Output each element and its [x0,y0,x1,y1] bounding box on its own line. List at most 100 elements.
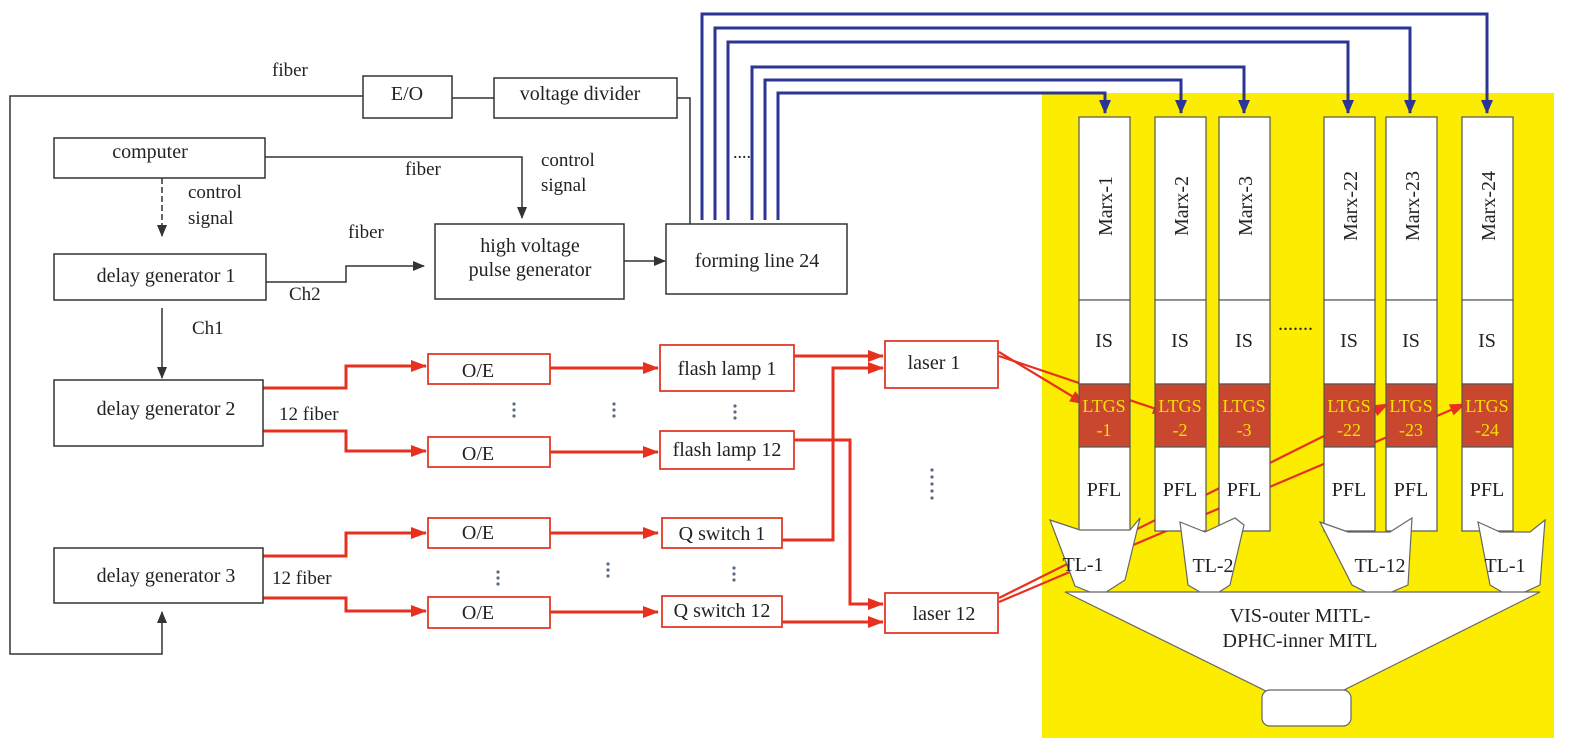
delay-generator-3-label: delay generator 3 [97,565,236,587]
flash-lamp-1-label: flash lamp 1 [678,358,777,380]
is-23-box [1385,299,1438,385]
is-24-label: IS [1478,330,1496,352]
is-3-box [1218,299,1271,385]
laser-12-box [884,592,999,634]
tl-1a-label: TL-1 [1062,554,1103,576]
oe-label-2: O/E [462,443,494,465]
is-1-label: IS [1095,330,1113,352]
eo-label: E/O [391,83,423,105]
fiber-label-mid: fiber [405,159,442,180]
ltgs-3-label-line2: -3 [1237,420,1252,440]
fiber-label-lower: fiber [348,222,385,243]
voltage-divider-box [493,77,678,119]
delay-generator-1-label: delay generator 1 [97,265,236,287]
delay-generator-2-label: delay generator 2 [97,398,236,420]
ltgs-24-label-line2: -24 [1475,420,1499,440]
marx-columns: Marx-1 IS LTGS -1 PFL Marx-2 IS LTGS -2 … [1078,116,1514,532]
laser-12-label: laser 12 [913,603,976,625]
is-1-box [1078,299,1131,385]
ltgs-1-box [1078,383,1131,448]
control-signal-2-line2: signal [541,175,586,196]
marx-1-box [1078,116,1131,301]
pfl-23-label: PFL [1394,479,1428,501]
is-2-box [1154,299,1207,385]
ellipsis-blue: .... [733,142,751,162]
laser-1-box [884,340,999,389]
ellipsis-columns: ....... [1278,313,1313,335]
pfl-1-label: PFL [1087,479,1121,501]
oe-box-1 [427,353,551,385]
marx-23-label: Marx-23 [1402,171,1424,241]
ltgs-1-label-line1: LTGS [1082,396,1125,416]
pfl-22-box [1323,446,1376,532]
marx-1-label: Marx-1 [1095,176,1117,236]
tl-2-label: TL-2 [1192,555,1233,577]
pfl-24-box [1461,446,1514,532]
ltgs-22-label-line2: -22 [1337,420,1361,440]
mitl-label-line2: DPHC-inner MITL [1223,630,1378,652]
marx-23-box [1385,116,1438,301]
tl-12-label: TL-12 [1354,555,1405,577]
is-3-label: IS [1235,330,1253,352]
delay-generator-1-box [53,253,267,301]
ltgs-22-box [1323,383,1376,448]
control-wiring [9,95,691,655]
marx-2-label: Marx-2 [1171,176,1193,236]
tl-2-shape [1179,517,1245,599]
tl-1b-shape [1477,518,1546,599]
q-switch-1-label: Q switch 1 [679,523,766,545]
ltgs-2-label-line1: LTGS [1158,396,1201,416]
tl-1a-shape [1048,517,1141,597]
ltgs-23-label-line1: LTGS [1389,396,1432,416]
trigger-wiring [263,350,1466,628]
marx-22-label: Marx-22 [1340,171,1362,241]
control-signal-1-line1: control [188,182,242,203]
oe-box-4 [427,596,551,629]
wiring-labels: fiber fiber fiber control signal control… [188,60,595,589]
hv-cable-bundle: .... [700,12,1493,220]
ltgs-2-label-line2: -2 [1173,420,1188,440]
laser-1-label: laser 1 [908,352,961,374]
ltgs-22-label-line1: LTGS [1327,396,1370,416]
pfl-22-label: PFL [1332,479,1366,501]
ch1-label: Ch1 [192,318,224,339]
marx-24-box [1461,116,1514,301]
computer-box [53,137,266,179]
transmission-lines: TL-1 TL-2 TL-12 TL-1 [1048,516,1546,599]
forming-line-label: forming line 24 [695,250,819,272]
q-switch-12-box [661,595,783,628]
oe-label-3: O/E [462,522,494,544]
flash-lamp-12-label: flash lamp 12 [673,439,782,461]
is-23-label: IS [1402,330,1420,352]
is-22-label: IS [1340,330,1358,352]
voltage-divider-label: voltage divider [520,83,641,105]
ltgs-1-label-line2: -1 [1097,420,1112,440]
tl-12-shape [1318,516,1413,599]
ltgs-24-label-line1: LTGS [1465,396,1508,416]
q-switch-12-label: Q switch 12 [674,600,771,622]
control-blocks: computer E/O voltage divider delay gener… [53,75,848,604]
pfl-3-label: PFL [1227,479,1261,501]
ltgs-23-label-line2: -23 [1399,420,1423,440]
fiber12-label-b: 12 fiber [272,568,332,589]
control-signal-2-line1: control [541,150,595,171]
hv-pulse-generator-box [434,223,625,300]
ltgs-3-label-line1: LTGS [1222,396,1265,416]
oe-box-2 [427,436,551,468]
ltgs-24-box [1461,383,1514,448]
mitl-stack: VIS-outer MITL- DPHC-inner MITL [1064,591,1541,727]
pfl-2-box [1154,446,1207,532]
marx-24-label: Marx-24 [1478,171,1500,241]
ltgs-2-box [1154,383,1207,448]
flash-lamp-1-box [659,344,795,392]
fiber-label-top: fiber [272,60,309,81]
pfl-24-label: PFL [1470,479,1504,501]
oe-label-4: O/E [462,602,494,624]
ltgs-23-box [1385,383,1438,448]
ch2-label: Ch2 [289,284,321,305]
ellipsis-dots [496,402,934,586]
forming-line-box [665,223,848,295]
flash-lamp-12-box [659,430,795,470]
